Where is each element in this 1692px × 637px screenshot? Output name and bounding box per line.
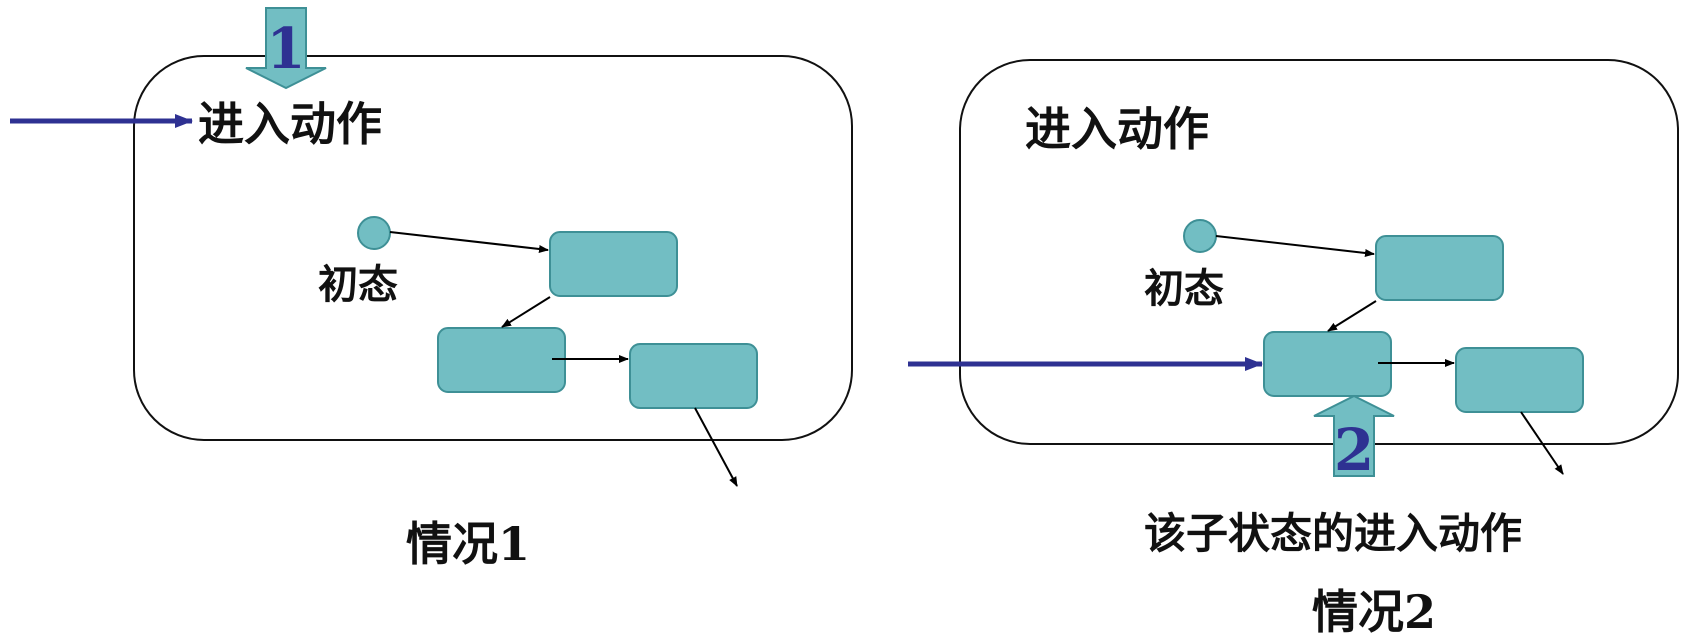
initial-state-case1 <box>357 216 391 250</box>
substate-c-case2 <box>1455 347 1584 413</box>
down-arrow-icon <box>245 7 327 90</box>
transition-a-to-b-case1 <box>501 296 551 328</box>
transition-a-to-b-case2 <box>1327 300 1377 332</box>
transition-c-exit-case2 <box>1520 411 1564 475</box>
case2-group: 进入动作 初态 2 该子状态的进入动作 情况2 <box>908 59 1679 637</box>
caption-case1: 情况1 <box>406 517 530 571</box>
caption-case2: 情况2 <box>1312 585 1436 637</box>
initial-state-label-case1: 初态 <box>318 262 398 308</box>
transition-initial-to-a-case2 <box>1215 235 1375 257</box>
substate-a-case1 <box>549 231 678 297</box>
substate-b-case1 <box>437 327 566 393</box>
case1-group: 1 进入动作 初态 情况1 <box>10 7 853 571</box>
marker-1-number: 1 <box>267 16 306 82</box>
transition-c-exit-case1 <box>694 407 738 487</box>
marker-2: 2 <box>1313 394 1395 484</box>
initial-state-label-case2: 初态 <box>1144 266 1224 312</box>
marker-2-number: 2 <box>1334 416 1374 484</box>
substate-entry-note-case2: 该子状态的进入动作 <box>1144 509 1522 558</box>
entry-action-label-case2: 进入动作 <box>1025 102 1209 156</box>
substate-a-case2 <box>1375 235 1504 301</box>
up-arrow-icon <box>1313 394 1395 477</box>
marker-1: 1 <box>245 7 327 90</box>
substate-c-case1 <box>629 343 758 409</box>
substate-b-case2 <box>1263 331 1392 397</box>
initial-state-case2 <box>1183 219 1217 253</box>
entry-action-label-case1: 进入动作 <box>198 97 382 151</box>
transition-initial-to-a-case1 <box>389 231 549 253</box>
